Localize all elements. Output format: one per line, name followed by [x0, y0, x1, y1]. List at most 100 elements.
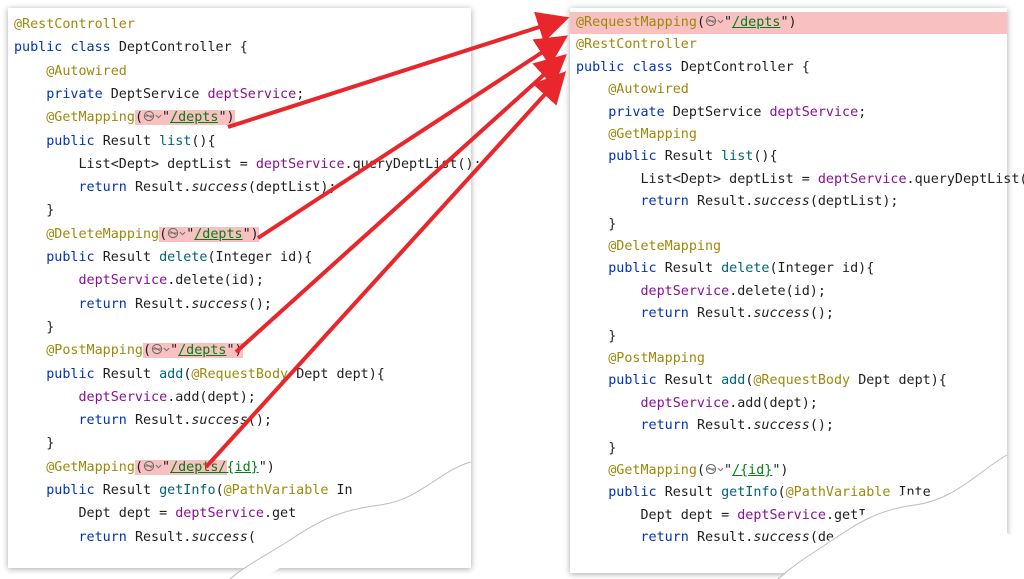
code-token: Result	[664, 373, 722, 389]
code-line: return Result.success();	[570, 303, 1007, 325]
code-token: Result.	[696, 194, 754, 210]
code-token: }	[576, 440, 617, 456]
code-token: public	[46, 250, 103, 265]
code-token: (	[183, 366, 192, 382]
code-token: @PostMapping	[608, 351, 705, 366]
code-token: @Autowired	[608, 82, 689, 98]
code-token: public	[608, 261, 665, 277]
link-gutter-icon	[143, 459, 162, 475]
code-token: deptService	[78, 389, 168, 405]
code-token: @GetMapping	[46, 110, 135, 126]
code-token: private	[46, 86, 111, 102]
code-token: public	[46, 133, 103, 149]
code-line: public Result list(){	[570, 146, 1007, 168]
code-token: Result.	[696, 418, 754, 434]
code-line: deptService.delete(id);	[570, 281, 1007, 303]
code-token: (	[134, 459, 143, 475]
code-token: getInfo	[159, 483, 216, 498]
code-token: Dept dept =	[14, 506, 176, 522]
code-token: Result	[102, 366, 160, 382]
code-line: }	[8, 317, 471, 339]
code-token: delete	[721, 261, 770, 277]
code-token: ;	[858, 104, 867, 120]
link-gutter-icon	[143, 110, 162, 126]
code-token: DeptService	[672, 104, 770, 120]
code-token: (	[745, 373, 754, 389]
code-token: (	[215, 483, 224, 498]
code-token: /depts	[732, 15, 781, 30]
code-token: DeptService	[110, 86, 208, 102]
code-line: public Result getInfo(@PathVariable In	[8, 480, 471, 502]
code-token: {id}	[740, 463, 773, 478]
chevron-down-icon	[155, 464, 162, 469]
chevron-down-icon	[155, 114, 162, 119]
code-line: }	[8, 433, 471, 455]
code-token: return	[78, 413, 135, 429]
code-token: Result.	[134, 413, 192, 429]
code-token: "	[162, 110, 171, 126]
globe-icon	[705, 463, 717, 475]
globe-icon	[151, 344, 163, 355]
code-token: @RestController	[576, 37, 697, 53]
code-token: list	[721, 149, 754, 165]
code-token: "	[724, 15, 733, 30]
code-token: deptService	[640, 395, 730, 411]
code-token: success	[191, 529, 248, 545]
code-line: List<Dept> deptList = deptService.queryD…	[570, 169, 1024, 191]
code-token: deptService	[640, 283, 730, 299]
code-token: Result	[664, 485, 722, 501]
code-token: Result.	[696, 306, 754, 322]
globe-icon	[143, 460, 155, 471]
code-token: @GetMapping	[46, 459, 135, 475]
code-token: deptService	[737, 507, 826, 523]
code-line: @GetMapping	[570, 124, 1007, 146]
code-panel-after: @RequestMapping("/depts") @RestController…	[570, 8, 1024, 573]
link-gutter-icon	[705, 463, 724, 478]
code-token: (	[247, 529, 256, 545]
code-token: return	[640, 418, 697, 434]
code-line: public class DeptController {	[570, 57, 1007, 79]
code-token: return	[640, 530, 697, 546]
code-token: @PathVariable	[223, 483, 337, 498]
code-token: }	[576, 328, 617, 344]
code-token: .add(dept);	[729, 395, 818, 411]
code-token: (deptList);	[809, 194, 899, 210]
code-token: @RestController	[14, 17, 135, 32]
code-token: (){	[753, 149, 778, 165]
code-token: "	[170, 343, 179, 359]
code-token: delete	[159, 250, 208, 265]
code-token: success	[753, 530, 810, 546]
code-line: @RequestMapping("/depts")	[570, 12, 1007, 34]
code-token: "	[186, 226, 195, 242]
code-token: ")	[772, 463, 789, 478]
torn-edge-left-line	[229, 461, 472, 579]
code-token: @GetMapping	[608, 127, 697, 142]
code-token: }	[14, 203, 55, 219]
code-token: @DeleteMapping	[608, 239, 722, 254]
code-token: List<Dept> deptList =	[576, 171, 818, 187]
code-token: }	[14, 436, 55, 452]
chevron-down-icon	[717, 467, 724, 472]
code-token: add	[721, 373, 746, 389]
code-token: (	[143, 343, 152, 359]
code-token: success	[753, 418, 810, 434]
code-token: return	[640, 306, 697, 322]
code-token: list	[159, 133, 192, 149]
code-token: public	[46, 366, 103, 382]
globe-icon	[168, 227, 179, 238]
code-line: public Result add(@RequestBody Dept dept…	[570, 370, 1007, 392]
code-token: @GetMapping	[608, 463, 697, 478]
code-token: public	[608, 373, 665, 389]
code-line: @DeleteMapping	[570, 236, 1007, 258]
code-token: }	[14, 319, 55, 335]
code-token: Result	[664, 149, 722, 165]
code-line: @Autowired	[570, 79, 1007, 101]
code-line: }	[8, 200, 471, 222]
code-token: deptService	[769, 104, 859, 120]
code-token: (	[134, 110, 143, 126]
code-token: ();	[809, 306, 834, 322]
code-token: private	[608, 104, 673, 120]
code-token: .queryDeptList();	[906, 171, 1024, 187]
torn-edge-left	[230, 462, 1024, 579]
code-token: getInfo	[721, 485, 778, 501]
